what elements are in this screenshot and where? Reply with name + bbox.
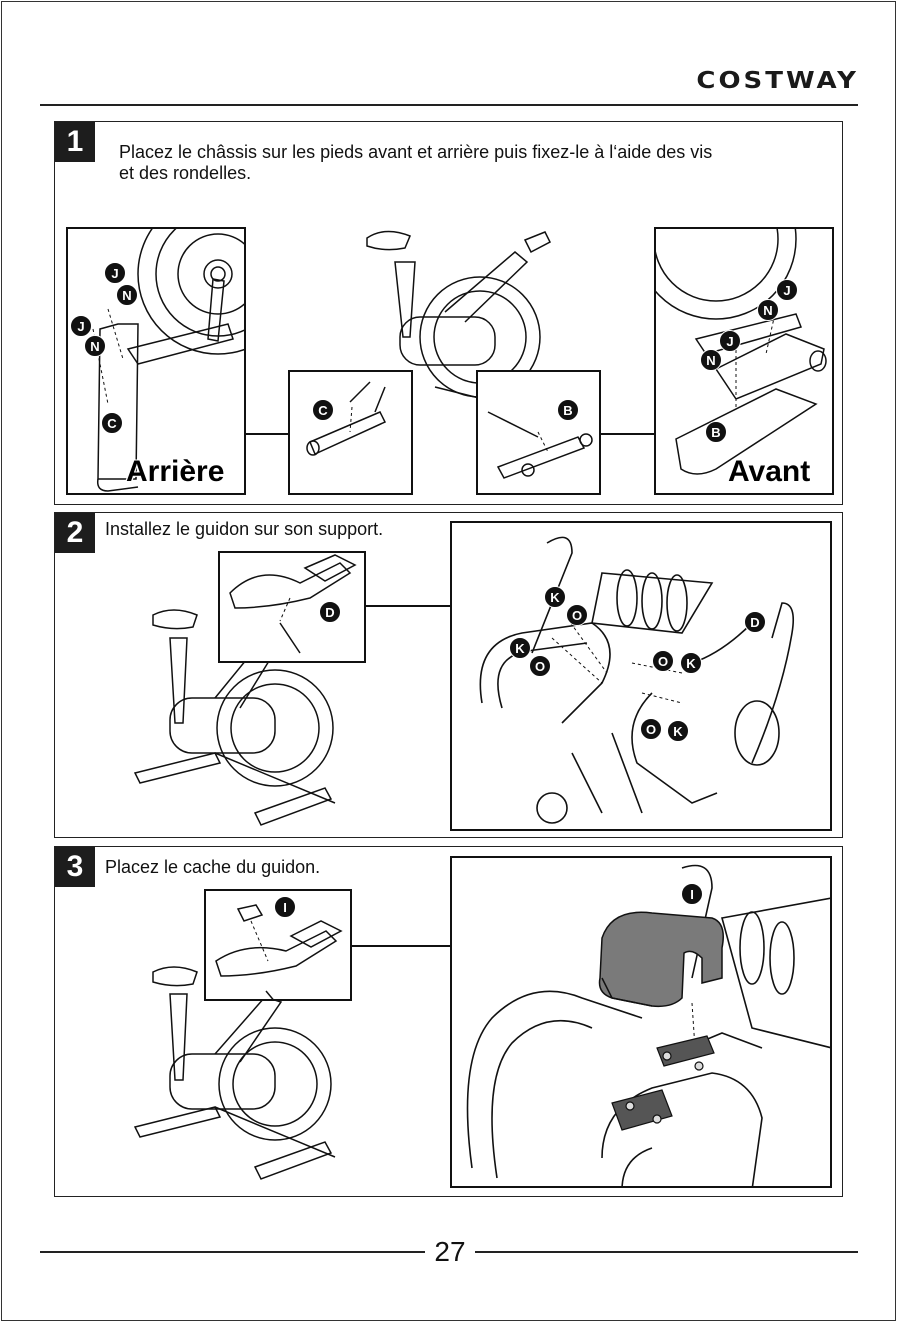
- step-instruction: Installez le guidon sur son support.: [105, 519, 383, 540]
- connector-line: [366, 605, 451, 607]
- part-badge: K: [544, 586, 566, 608]
- rear-detail-panel: J N J N C Arrière: [66, 227, 246, 495]
- step-instruction: Placez le châssis sur les pieds avant et…: [119, 142, 819, 184]
- part-badge: I: [274, 896, 296, 918]
- part-badge: B: [705, 421, 727, 443]
- connector-line: [352, 945, 451, 947]
- step-instruction: Placez le cache du guidon.: [105, 857, 320, 878]
- front-foot-detail-panel: B: [476, 370, 601, 495]
- footer-rule-left: [40, 1251, 425, 1253]
- part-badge: J: [776, 279, 798, 301]
- connector-line: [601, 433, 654, 435]
- part-badge: O: [652, 650, 674, 672]
- step-number: 2: [55, 513, 95, 553]
- cover-detail-illustration: [452, 858, 832, 1188]
- part-badge: D: [319, 601, 341, 623]
- part-badge: I: [681, 883, 703, 905]
- part-badge: J: [719, 330, 741, 352]
- part-badge: N: [84, 335, 106, 357]
- cover-detail-panel: I: [450, 856, 832, 1188]
- part-badge: K: [509, 637, 531, 659]
- front-label: Avant: [728, 455, 810, 489]
- part-badge: D: [744, 611, 766, 633]
- part-badge: C: [101, 412, 123, 434]
- part-badge: J: [104, 262, 126, 284]
- step-number: 1: [55, 122, 95, 162]
- part-badge: N: [757, 299, 779, 321]
- part-badge: N: [700, 349, 722, 371]
- part-badge: K: [667, 720, 689, 742]
- front-detail-panel: J N J N B Avant: [654, 227, 834, 495]
- part-badge: O: [529, 655, 551, 677]
- part-badge: N: [116, 284, 138, 306]
- step-number: 3: [55, 847, 95, 887]
- step-3: 3 Placez le cache du guidon. I: [54, 846, 843, 1197]
- handlebar-inset-panel: D: [218, 551, 366, 663]
- part-badge: O: [640, 718, 662, 740]
- rear-foot-illustration: [290, 372, 413, 495]
- handlebar-inset-illustration: [220, 553, 366, 663]
- footer-rule-right: [475, 1251, 858, 1253]
- part-badge: C: [312, 399, 334, 421]
- handlebar-detail-panel: K O K O O K O K D: [450, 521, 832, 831]
- header-rule: [40, 104, 858, 106]
- connector-line: [246, 433, 289, 435]
- rear-label: Arrière: [126, 455, 224, 489]
- part-badge: J: [70, 315, 92, 337]
- step-2: 2 Installez le guidon sur son support. D: [54, 512, 843, 838]
- handlebar-detail-illustration: [452, 523, 832, 831]
- step-1: 1 Placez le châssis sur les pieds avant …: [54, 121, 843, 505]
- page-number: 27: [428, 1236, 472, 1268]
- front-foot-illustration: [478, 372, 601, 495]
- rear-foot-detail-panel: C: [288, 370, 413, 495]
- part-badge: O: [566, 604, 588, 626]
- part-badge: K: [680, 652, 702, 674]
- part-badge: B: [557, 399, 579, 421]
- brand-logo: COSTWAY: [696, 68, 859, 95]
- cover-inset-panel: I: [204, 889, 352, 1001]
